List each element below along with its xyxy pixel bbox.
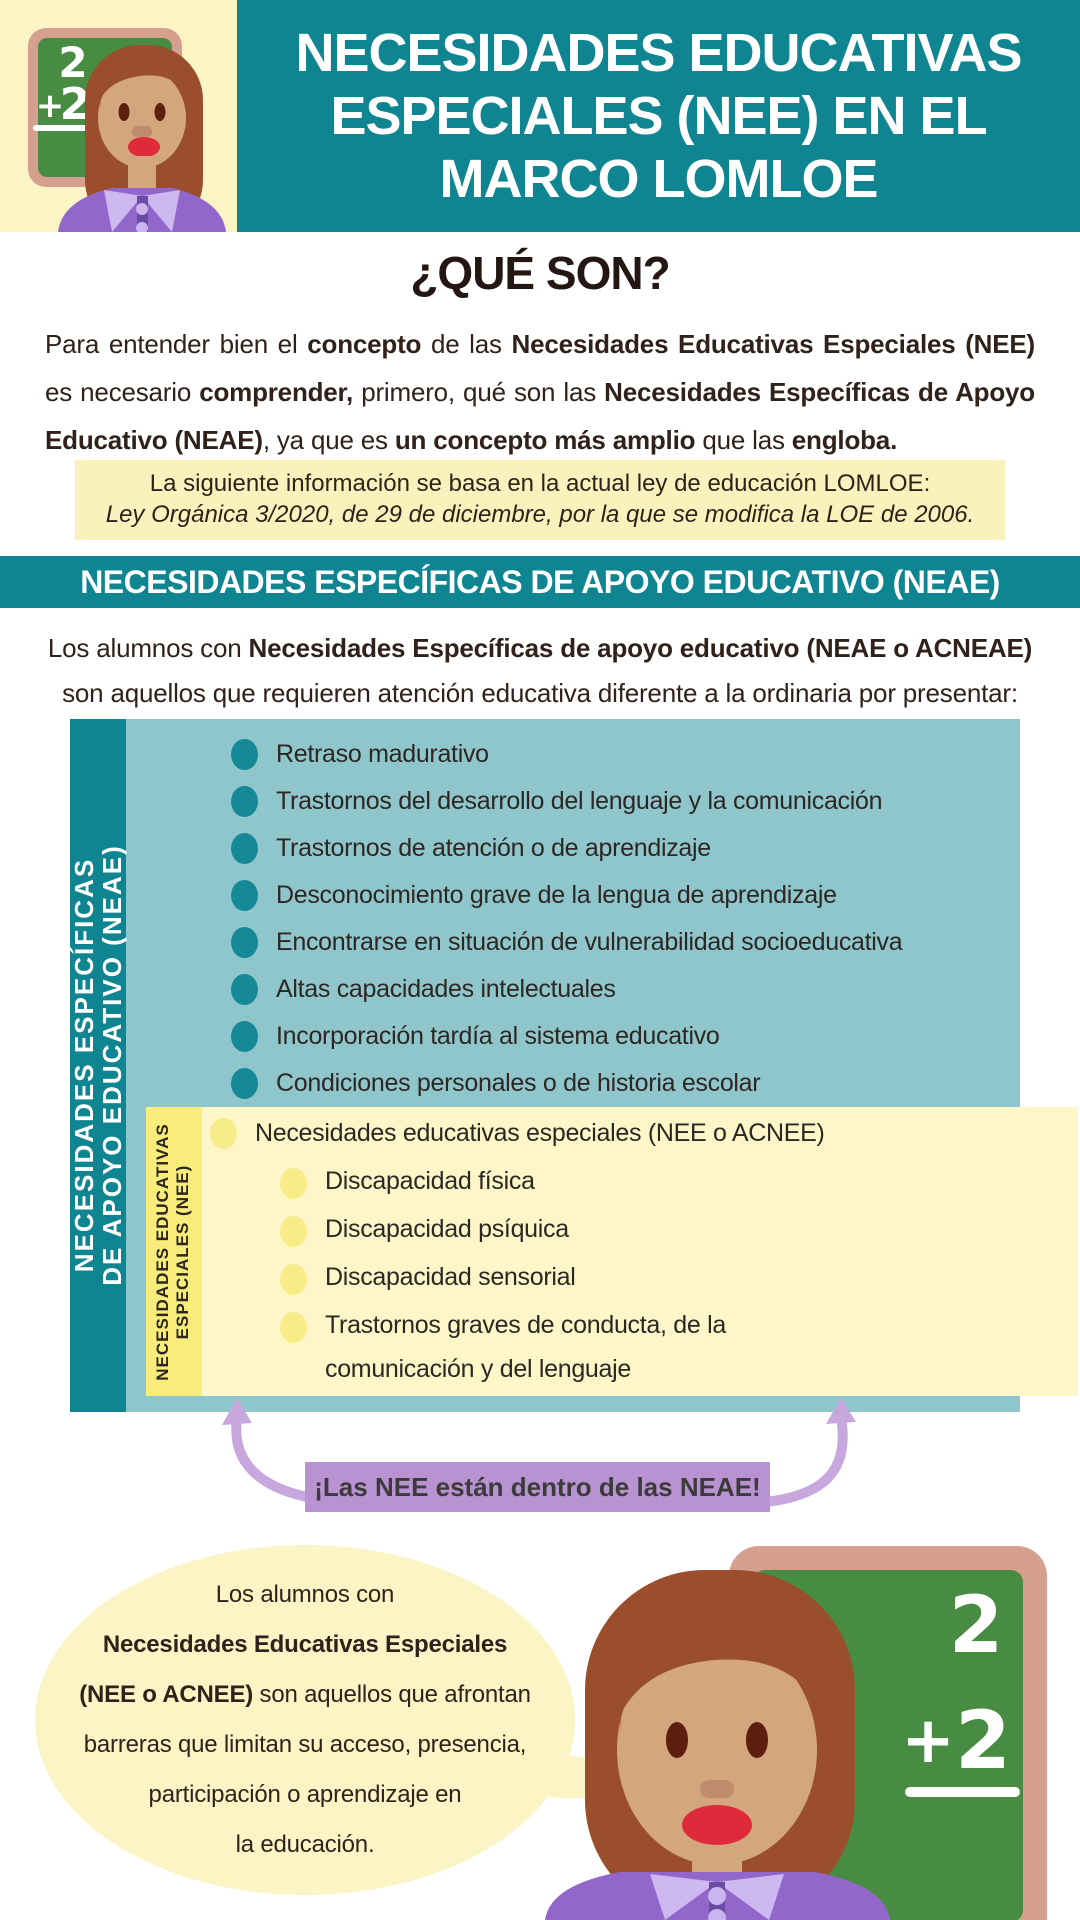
svg-text:2: 2 bbox=[949, 1581, 1003, 1671]
teal-bullet-icon bbox=[231, 1068, 258, 1099]
page-title-line-1: NECESIDADES EDUCATIVAS bbox=[295, 22, 1022, 83]
list-item: Discapacidad sensorial bbox=[202, 1255, 1078, 1303]
law-note-box: La siguiente información se basa en la a… bbox=[75, 460, 1005, 540]
yellow-bullet-icon bbox=[210, 1117, 237, 1149]
nee-nested-box: NECESIDADES EDUCATIVAS ESPECIALES (NEE) … bbox=[146, 1107, 1078, 1396]
svg-text:+: + bbox=[901, 1704, 955, 1778]
list-item: Discapacidad física bbox=[202, 1159, 1078, 1207]
nee-label-strip: NECESIDADES EDUCATIVAS ESPECIALES (NEE) bbox=[146, 1107, 202, 1396]
svg-text:+: + bbox=[36, 86, 65, 126]
list-item: Discapacidad psíquica bbox=[202, 1207, 1078, 1255]
speech-bubble: Los alumnos con Necesidades Educativas E… bbox=[35, 1545, 575, 1895]
header: 2 + 2 NECESIDADES EDUCATIV bbox=[0, 0, 1080, 232]
list-item: Condiciones personales o de historia esc… bbox=[126, 1060, 1020, 1107]
page-title-line-3: MARCO LOMLOE bbox=[439, 148, 879, 209]
list-item: Retraso madurativo bbox=[126, 731, 1020, 778]
law-note-line2: Ley Orgánica 3/2020, de 29 de diciembre,… bbox=[105, 501, 975, 528]
nee-strip-label: NECESIDADES EDUCATIVAS ESPECIALES (NEE) bbox=[153, 1123, 192, 1381]
svg-text:2: 2 bbox=[58, 38, 87, 87]
yellow-bullet-icon bbox=[280, 1264, 307, 1295]
teal-bullet-icon bbox=[231, 833, 258, 864]
teal-bullet-icon bbox=[231, 880, 258, 911]
list-item: Trastornos del desarrollo del lenguaje y… bbox=[126, 778, 1020, 825]
nee-sub-list: Discapacidad física Discapacidad psíquic… bbox=[202, 1159, 1078, 1391]
law-note-line1: La siguiente información se basa en la a… bbox=[149, 470, 931, 497]
neae-diagram: NECESIDADES ESPECÍFICAS DE APOYO EDUCATI… bbox=[69, 719, 1078, 1412]
callout-label: ¡Las NEE están dentro de las NEAE! bbox=[305, 1462, 770, 1512]
neae-sidebar-label: NECESIDADES ESPECÍFICAS DE APOYO EDUCATI… bbox=[69, 844, 127, 1286]
teal-bullet-icon bbox=[231, 786, 258, 817]
teacher-emoji-small: 2 + 2 bbox=[28, 28, 226, 232]
intro-paragraph: Para entender bien el concepto de las Ne… bbox=[45, 329, 1035, 455]
header-emoji-box: 2 + 2 bbox=[0, 0, 237, 232]
nee-main-item: Necesidades educativas especiales (NEE o… bbox=[202, 1107, 1078, 1159]
yellow-bullet-icon bbox=[280, 1216, 307, 1247]
page-title: NECESIDADES EDUCATIVAS ESPECIALES (NEE) … bbox=[237, 0, 1080, 232]
list-item: Desconocimiento grave de la lengua de ap… bbox=[126, 872, 1020, 919]
yellow-bullet-icon bbox=[280, 1168, 307, 1199]
neae-intro-paragraph: Los alumnos con Necesidades Específicas … bbox=[47, 633, 1033, 708]
list-item: Altas capacidades intelectuales bbox=[126, 966, 1020, 1013]
list-item: Trastornos graves de conducta, de la com… bbox=[202, 1303, 1078, 1391]
teal-bullet-icon bbox=[231, 739, 258, 770]
neae-item-list: Retraso madurativo Trastornos del desarr… bbox=[126, 731, 1020, 1107]
section-heading-que-son: ¿QUÉ SON? bbox=[410, 247, 670, 299]
teal-bullet-icon bbox=[231, 974, 258, 1005]
yellow-bullet-icon bbox=[280, 1312, 307, 1343]
neae-banner: NECESIDADES ESPECÍFICAS DE APOYO EDUCATI… bbox=[0, 556, 1080, 608]
page-title-line-2: ESPECIALES (NEE) EN EL bbox=[330, 85, 987, 146]
neae-sidebar: NECESIDADES ESPECÍFICAS DE APOYO EDUCATI… bbox=[69, 719, 127, 1412]
teal-bullet-icon bbox=[231, 1021, 258, 1052]
list-item: Trastornos de atención o de aprendizaje bbox=[126, 825, 1020, 872]
teal-bullet-icon bbox=[231, 927, 258, 958]
teacher-emoji-large: 2 + 2 bbox=[545, 1546, 1047, 1920]
list-item: Incorporación tardía al sistema educativ… bbox=[126, 1013, 1020, 1060]
list-item: Encontrarse en situación de vulnerabilid… bbox=[126, 919, 1020, 966]
svg-text:2: 2 bbox=[955, 1694, 1011, 1787]
